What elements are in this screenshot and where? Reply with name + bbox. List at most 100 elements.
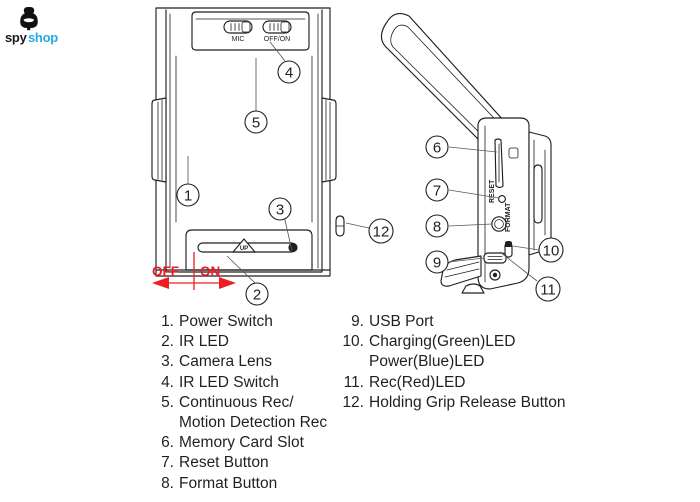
legend-item-4: 4. IR LED Switch: [150, 373, 340, 393]
mic-switch-ridges: [230, 23, 240, 31]
format-button-circle[interactable]: [491, 216, 507, 232]
legend-text-7: Reset Button: [179, 454, 269, 472]
power-travel-indicator: OFF ON: [152, 252, 236, 290]
callout-leader-lines: [187, 41, 540, 284]
power-switch-body[interactable]: [151, 97, 167, 183]
legend-item-1: 1. Power Switch: [150, 312, 340, 332]
legend-item-6: 6. Memory Card Slot: [150, 433, 340, 453]
front-face-guides: [175, 55, 313, 223]
reset-pinhole[interactable]: [498, 195, 506, 203]
slider-up-marker[interactable]: [232, 238, 256, 253]
legend-text-6: Memory Card Slot: [179, 434, 304, 452]
memory-card-slot-opening[interactable]: [494, 138, 504, 189]
legend-item-5: 5. Continuous Rec/: [150, 393, 340, 413]
legend-column-left: 1. Power Switch 2. IR LED 3. Camera Lens…: [150, 312, 340, 494]
charging-power-led: [504, 241, 513, 258]
legend-num-9: 9.: [351, 313, 364, 330]
legend-text-3: Camera Lens: [179, 353, 273, 371]
callout-5: 5: [244, 110, 268, 134]
callout-bubbles: 1 2 3 4 5 6 7 8 9 10 11 12: [176, 60, 564, 306]
ir-switch-housing: MIC OFF/ON: [191, 11, 310, 51]
reset-button[interactable]: RESET: [489, 179, 506, 203]
format-button-inner: [494, 219, 504, 229]
callout-8: 8: [425, 214, 449, 238]
legend-num-1: 1.: [161, 313, 174, 330]
slider-track[interactable]: [197, 242, 297, 253]
holding-grip[interactable]: [380, 12, 521, 160]
legend-num-12: 12.: [342, 393, 364, 411]
side-stand-wedge: [440, 255, 482, 287]
legend-item-10: 10. Charging(Green)LED: [340, 332, 690, 352]
usb-port[interactable]: [483, 252, 507, 264]
holding-grip-outer[interactable]: [380, 12, 521, 160]
side-rear-grip-pad: [533, 164, 543, 224]
legend-item-7: 7. Reset Button: [150, 453, 340, 473]
right-edge-body: [321, 97, 337, 183]
callout-2: 2: [245, 282, 269, 306]
front-bezel-hairline: [169, 13, 319, 269]
ir-switch-knob[interactable]: [280, 21, 290, 33]
svg-text:11: 11: [540, 282, 556, 299]
power-switch-hairlines: [157, 99, 163, 181]
logo-svg: spy shop: [5, 7, 59, 45]
svg-text:2: 2: [253, 287, 261, 304]
svg-text:10: 10: [543, 243, 560, 260]
side-stand-foot: [461, 283, 485, 294]
legend-text-1: Power Switch: [179, 313, 273, 330]
charging-led-window: [504, 242, 513, 258]
power-switch-element[interactable]: [151, 97, 167, 183]
legend-num-11: 11.: [343, 373, 364, 391]
mic-switch-label: MIC: [232, 36, 245, 43]
usb-port-contacts: [487, 256, 503, 260]
format-label: FORMAT: [505, 202, 512, 232]
mic-switch-body[interactable]: [223, 20, 253, 34]
slider-housing[interactable]: [185, 229, 313, 271]
memory-card-slot-tab: [508, 147, 519, 159]
mic-switch[interactable]: MIC: [223, 20, 253, 43]
legend-num-7: 7.: [161, 454, 174, 472]
leader-10: [512, 245, 540, 251]
ir-led-switch[interactable]: OFF/ON: [262, 20, 292, 43]
spy-ninja-head-icon: [20, 7, 38, 31]
usb-port-opening[interactable]: [483, 252, 507, 264]
legend-num-10: 10.: [342, 333, 364, 351]
legend-item-12: 12. Holding Grip Release Button: [340, 393, 690, 413]
side-stand-hairlines: [444, 261, 480, 278]
slider-up-label: UP: [240, 246, 248, 252]
legend-num-5: 5.: [161, 393, 174, 411]
mic-switch-knob[interactable]: [241, 21, 251, 33]
side-base-stand: [440, 255, 485, 294]
ir-led-dot: [288, 242, 298, 253]
ir-switch-body[interactable]: [262, 20, 292, 34]
callout-12: 12: [368, 218, 394, 244]
ir-switch-label: OFF/ON: [264, 36, 290, 43]
lens-slider-assembly[interactable]: UP: [185, 229, 313, 271]
legend-item-11: 11. Rec(Red)LED: [340, 373, 690, 393]
legend-text-8: Format Button: [179, 474, 278, 492]
legend: 1. Power Switch 2. IR LED 3. Camera Lens…: [150, 312, 690, 502]
power-arrow-on: [219, 277, 236, 289]
spyshop-logo: spy shop: [4, 4, 66, 52]
front-inner-bezel: [165, 9, 323, 273]
leader-7: [448, 189, 500, 199]
format-button[interactable]: FORMAT: [491, 202, 512, 232]
leader-3: [279, 197, 293, 252]
svg-text:1: 1: [184, 188, 192, 205]
side-rear-hairlines: [533, 139, 546, 251]
power-arrow-off: [152, 277, 169, 289]
svg-text:7: 7: [433, 183, 441, 200]
svg-text:5: 5: [252, 115, 260, 132]
svg-text:12: 12: [373, 224, 390, 241]
legend-text-5-continuation: Motion Detection Rec: [179, 414, 328, 432]
memory-card-slot[interactable]: [494, 138, 519, 189]
leader-4: [269, 41, 286, 62]
logo-text-spy: spy: [5, 30, 28, 45]
callout-3: 3: [268, 197, 292, 221]
grip-release-body[interactable]: [335, 215, 345, 237]
rec-led: [489, 269, 501, 281]
logo-text-shop: shop: [28, 30, 58, 45]
grip-release-button[interactable]: [335, 215, 345, 237]
legend-text-4: IR LED Switch: [179, 373, 279, 391]
leader-2: [226, 255, 256, 284]
